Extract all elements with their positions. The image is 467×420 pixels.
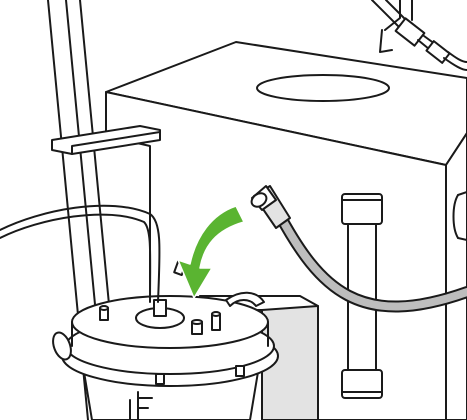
opening bbox=[257, 75, 389, 101]
top-tubing bbox=[372, 0, 467, 70]
patient-tube bbox=[0, 206, 160, 302]
